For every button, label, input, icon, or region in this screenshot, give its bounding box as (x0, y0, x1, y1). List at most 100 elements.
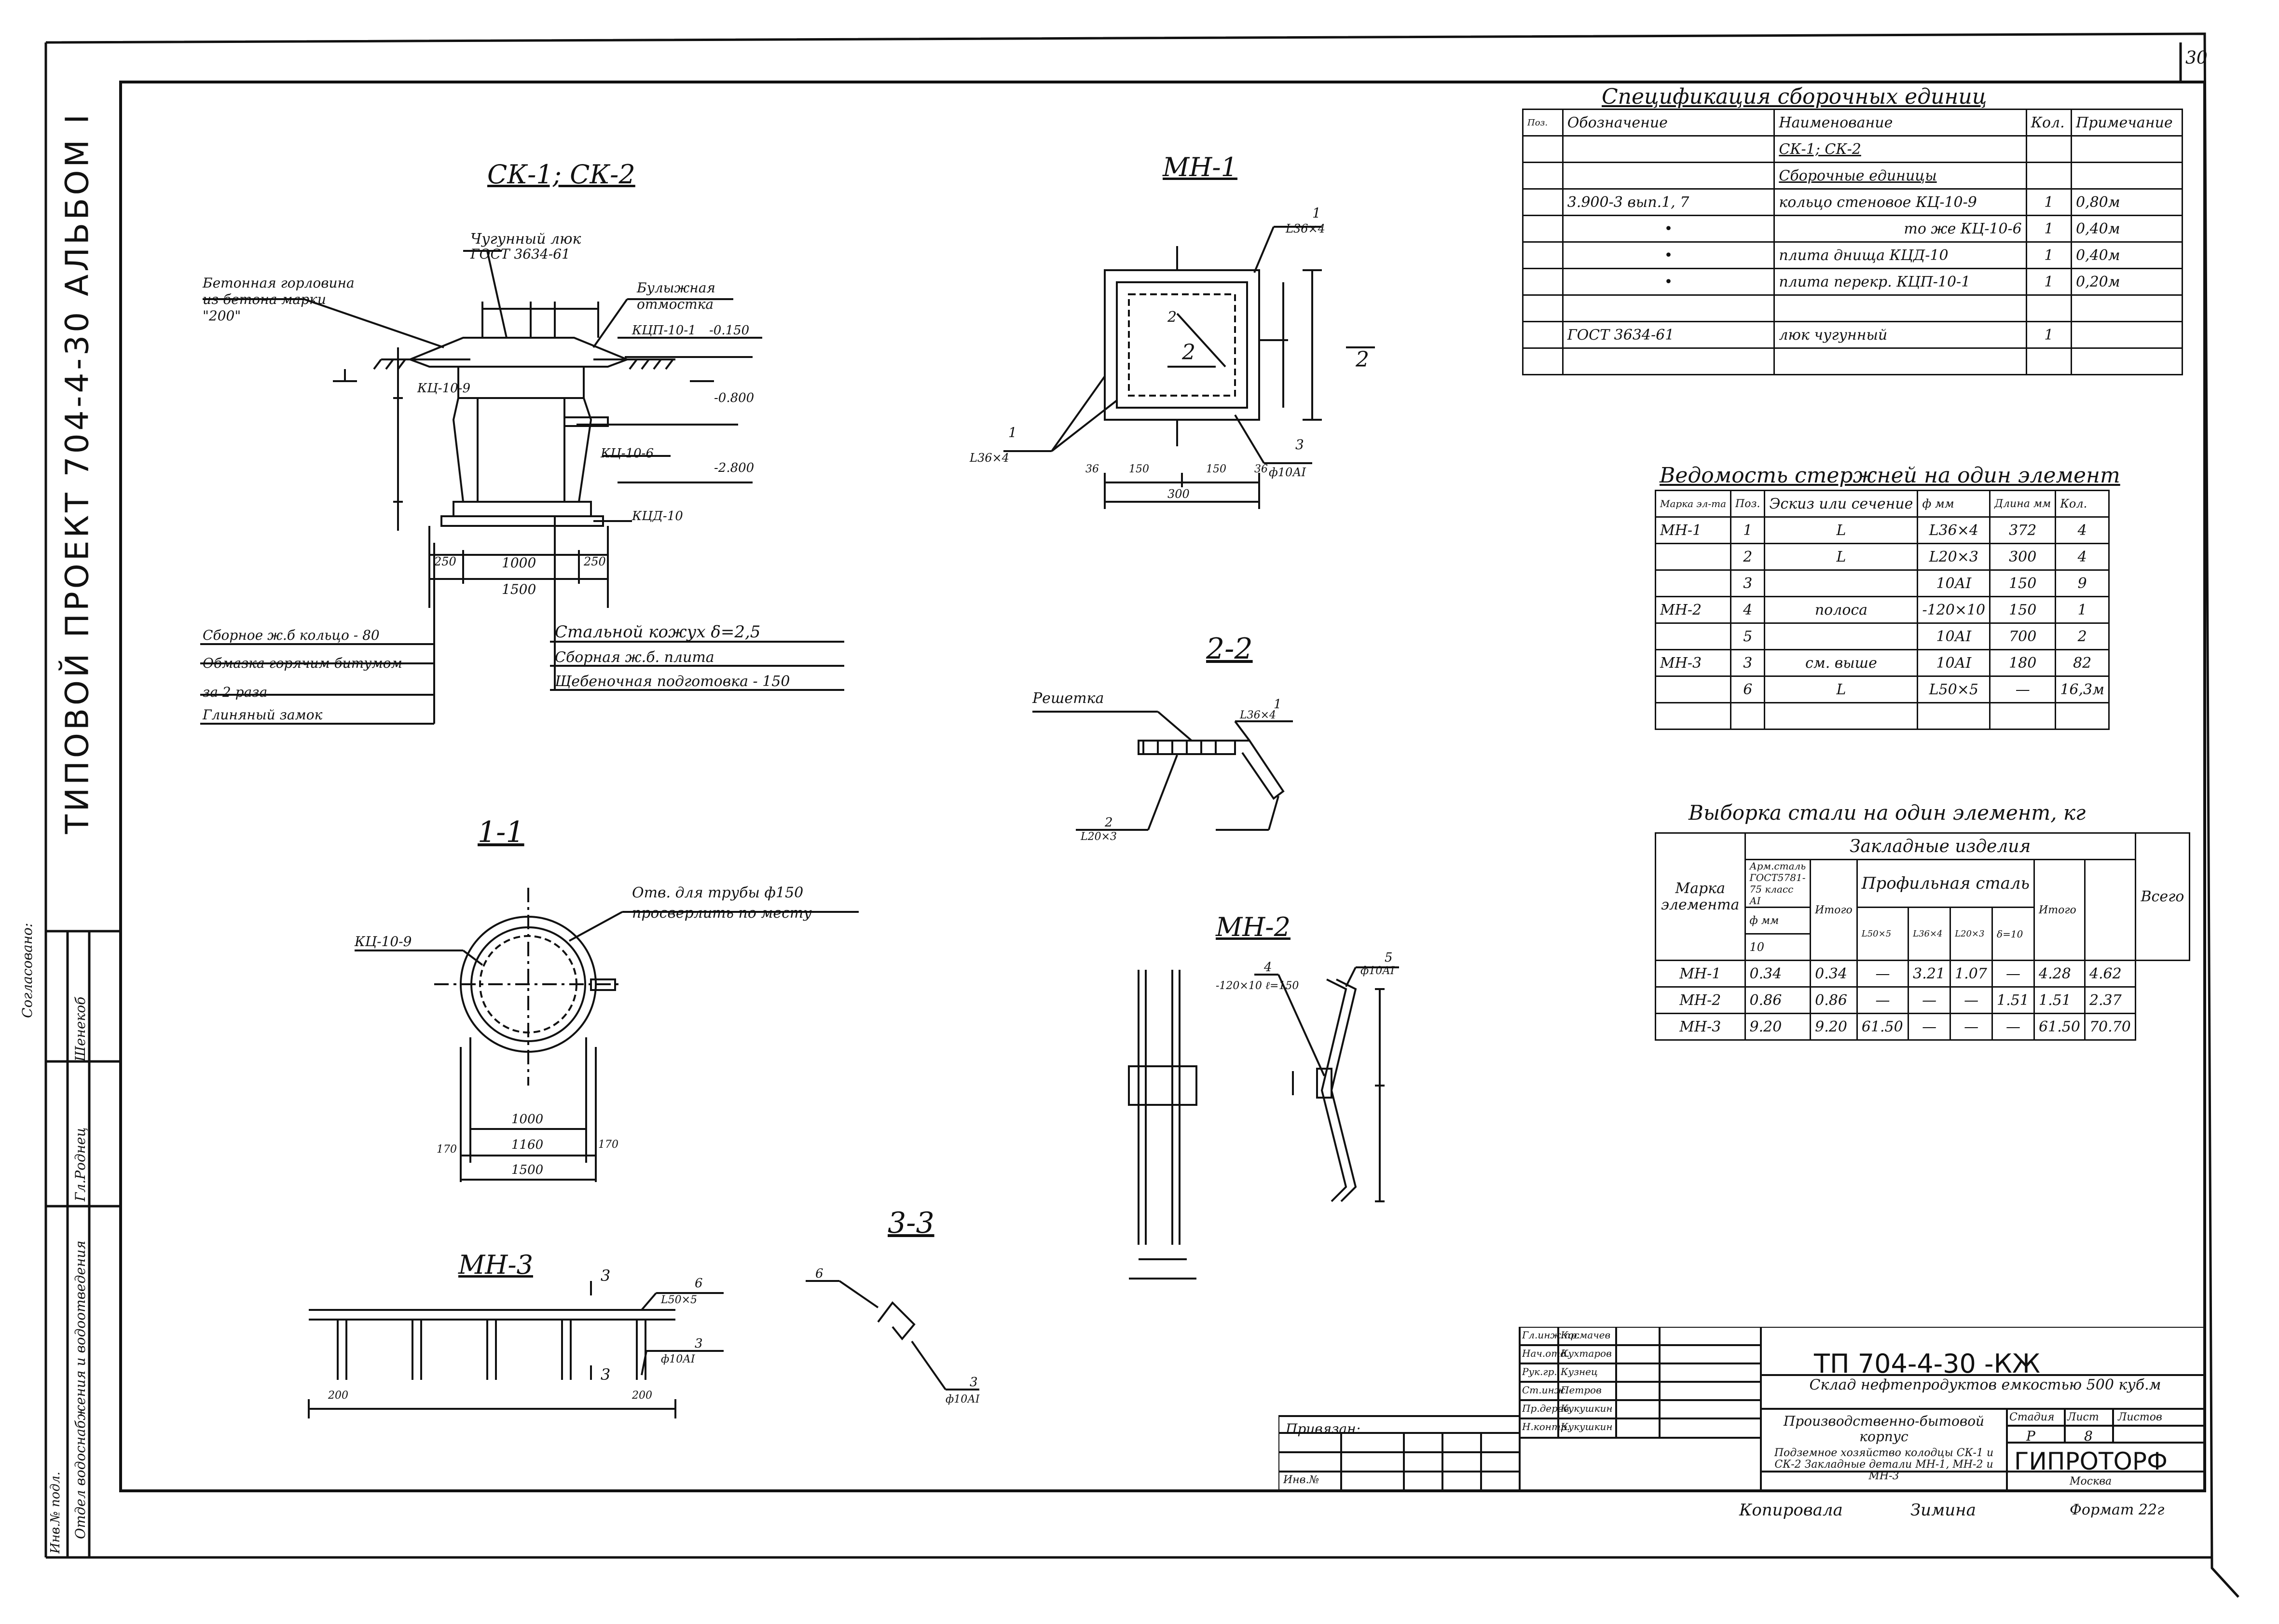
table-cell: СК-1; СК-2 (1773, 135, 2027, 163)
format-label: Формат 22г (2070, 1501, 2165, 1518)
view-title-mh3: МН-3 (458, 1250, 533, 1280)
table-cell (1654, 622, 1732, 650)
table-cell: L20×3 (1917, 543, 1991, 571)
tb-building: Производственно-бытовой корпус (1783, 1413, 1985, 1445)
table-cell: 4.28 (2033, 960, 2086, 988)
table-cell: 0,40м (2070, 215, 2183, 243)
steel-h-10: 10 (1744, 933, 1812, 961)
table-cell: 150 (1989, 569, 2057, 597)
spec-h-note: Примечание (2070, 109, 2183, 137)
s11-hole-note: Отв. для трубы ф150 просверлить по месту (632, 884, 812, 922)
table-cell (1764, 569, 1919, 597)
table-row (1522, 347, 2183, 375)
mh1-pos3: 3 (1295, 437, 1304, 453)
s33-pos3: 3 (970, 1375, 978, 1390)
mh1-pos2: 2 (1167, 309, 1177, 326)
mh3-section-3b: 3 (601, 1365, 611, 1384)
side-title: ТИПОВОЙ ПРОЕКТ 704-4-30 АЛЬБОМ I (58, 111, 96, 834)
table-row (1654, 702, 2110, 730)
table-cell (1562, 162, 1775, 190)
tb-object: Склад нефтепродуктов емкостью 500 куб.м (1809, 1376, 2161, 1393)
mh1-drawing (1003, 226, 1375, 509)
rods-header-row: Марка эл-та Поз. Эскиз или сечение ф мм … (1654, 490, 2110, 518)
tb-person-2-role: Рук.гр. (1522, 1366, 1557, 1377)
spec-h-qty: Кол. (2025, 109, 2072, 137)
ck-lvl1: -0.150 (709, 323, 750, 338)
table-cell: • (1562, 268, 1775, 296)
view-title-mh2: МН-2 (1216, 912, 1291, 942)
steel-table: Марка элемента Закладные изделия Всего А… (1655, 832, 2191, 1041)
mh2-drawing (1128, 966, 1399, 1280)
table-cell: 300 (1989, 543, 2057, 571)
table-cell (1654, 702, 1732, 730)
ck-hatch: Чугунный люк (470, 231, 581, 248)
s22-pos2-profile: L20×3 (1081, 831, 1117, 843)
tb-person-4-name: Кукушкин (1561, 1403, 1613, 1414)
table-cell: МН-1 (1654, 516, 1732, 544)
table-cell: 4 (2055, 543, 2110, 571)
table-cell: 3 (1730, 649, 1766, 677)
table-cell: — (1950, 986, 1993, 1014)
table-cell: — (1991, 1013, 2035, 1041)
table-cell: 1 (2025, 268, 2072, 296)
mh1-pos1: 1 (1008, 425, 1017, 440)
table-cell: L36×4 (1917, 516, 1991, 544)
table-cell: 2 (1730, 543, 1766, 571)
tb-sheet: 8 (2084, 1428, 2093, 1444)
steel-h-total1: Итого (1810, 859, 1858, 961)
table-cell: — (1991, 960, 2035, 988)
steel-h-p2: L36×4 (1908, 907, 1951, 961)
mh1-dim-150a: 150 (1129, 463, 1149, 475)
mh1-section-mark-a: 2 (1182, 340, 1195, 365)
ck-kcd: КЦД-10 (632, 509, 683, 523)
ck-dim-250a: 250 (434, 555, 456, 568)
mh3-dim-200a: 200 (328, 1390, 348, 1402)
table-row: СК-1; СК-2 (1522, 135, 2183, 163)
spec-table: Поз. Обозначение Наименование Кол. Приме… (1522, 109, 2183, 375)
rods-table: Марка эл-та Поз. Эскиз или сечение ф мм … (1654, 490, 2110, 730)
tb-person-1-role: Нач.отд. (1522, 1348, 1570, 1359)
tb-person-2-name: Кузнец (1561, 1366, 1598, 1377)
spec-h-code: Обозначение (1562, 109, 1775, 137)
table-cell: — (1908, 1013, 1951, 1041)
rods-h-sketch: Эскиз или сечение (1764, 490, 1919, 518)
spec-h-name: Наименование (1773, 109, 2027, 137)
table-cell: 0.34 (1810, 960, 1858, 988)
table-cell: 4 (1730, 596, 1766, 624)
table-cell (2070, 294, 2183, 322)
tb-person-4-role: Пр.дерев. (1522, 1403, 1572, 1414)
spec-h-pos: Поз. (1522, 109, 1564, 137)
s11-dim-1500: 1500 (511, 1163, 544, 1177)
s11-dim-170b: 170 (598, 1139, 618, 1151)
table-cell (2025, 347, 2072, 375)
steel-title: Выборка стали на один элемент, кг (1689, 801, 2086, 825)
table-cell: 700 (1989, 622, 2057, 650)
table-cell: 9 (2055, 569, 2110, 597)
s11-kc9: КЦ-10-9 (355, 934, 412, 950)
steel-h-all: Всего (2134, 832, 2191, 961)
table-cell: 0.34 (1744, 960, 1812, 988)
table-cell (2070, 135, 2183, 163)
tb-org: ГИПРОТОРФ (2014, 1447, 2168, 1475)
table-cell: — (1856, 960, 1909, 988)
table-cell (2070, 321, 2183, 349)
ck-lvl2: -0.800 (714, 391, 755, 405)
mh2-pos5: 5 (1385, 950, 1393, 965)
table-cell (1522, 162, 1564, 190)
table-cell: 3 (1730, 569, 1766, 597)
rods-h-pos: Поз. (1730, 490, 1766, 518)
table-cell: 0,80м (2070, 188, 2183, 216)
ck-dim-250b: 250 (584, 555, 606, 568)
dept-chief: Гл.Роднец (72, 1127, 88, 1201)
table-cell: 4.62 (2084, 960, 2136, 988)
s22-pos1: 1 (1274, 697, 1282, 712)
s11-dim-1000: 1000 (511, 1112, 544, 1127)
table-cell: Сборочные единицы (1773, 162, 2027, 190)
steel-h-p3: L20×3 (1950, 907, 1993, 961)
